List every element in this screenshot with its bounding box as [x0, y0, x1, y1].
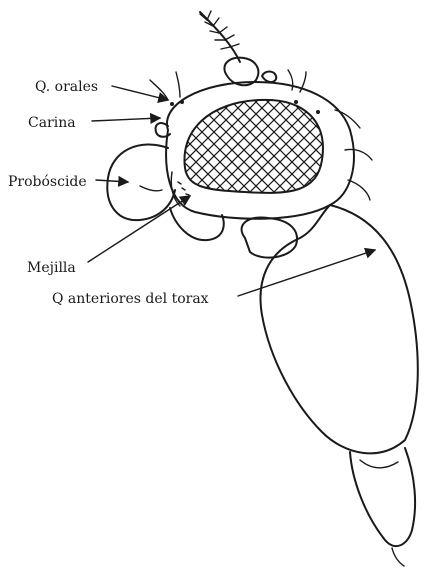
eye-mesh-line — [394, 60, 426, 240]
eye-mesh-line — [298, 60, 426, 240]
eye-mesh-line — [358, 60, 426, 240]
eye-mesh-line — [250, 60, 426, 240]
label-proboscide: Probóscide — [8, 174, 87, 190]
eye-mesh-line — [382, 60, 426, 240]
abdomen-stub — [350, 448, 415, 546]
eye-mesh-line — [118, 60, 298, 240]
eye-mesh-line — [238, 60, 418, 240]
eye-mesh-line — [310, 60, 426, 240]
label-carina: Carina — [28, 115, 76, 131]
proboscis — [107, 145, 175, 221]
eye-mesh-line — [94, 60, 274, 240]
eye-mesh-line — [370, 60, 426, 240]
eye-mesh-line — [178, 60, 358, 240]
thorax — [261, 205, 418, 453]
eye-mesh-line — [214, 60, 394, 240]
label-mejilla: Mejilla — [27, 260, 76, 276]
anterior-thorax-lobe — [242, 217, 297, 257]
eye-mesh-line — [238, 60, 418, 240]
eye-mesh-line — [322, 60, 426, 240]
eye-mesh-line — [310, 60, 426, 240]
eye-mesh-line — [394, 60, 426, 240]
eye-mesh-line — [406, 60, 426, 240]
gena-stipple — [178, 182, 189, 195]
eye-mesh-line — [322, 60, 426, 240]
label-q-anteriores-torax: Q anteriores del torax — [52, 291, 209, 307]
eye-mesh-line — [262, 60, 426, 240]
eye-mesh-line — [358, 60, 426, 240]
eye-mesh-line — [406, 60, 426, 240]
eye-mesh-line — [262, 60, 426, 240]
abdomen-tip — [392, 548, 404, 566]
eye-mesh-line — [190, 60, 370, 240]
eye-mesh-line — [166, 60, 346, 240]
abdomen-inner — [360, 460, 398, 468]
eye-mesh-line — [370, 60, 426, 240]
antenna — [200, 11, 240, 62]
eye-mesh-line — [298, 60, 426, 240]
eye-mesh-line — [382, 60, 426, 240]
antenna-segment — [262, 72, 276, 83]
proboscis-tip — [140, 186, 162, 191]
eye-mesh-line — [226, 60, 406, 240]
eye-mesh-line — [94, 60, 274, 240]
label-q-orales: Q. orales — [35, 79, 98, 95]
eye-mesh-line — [250, 60, 426, 240]
head-capsule — [166, 82, 354, 219]
